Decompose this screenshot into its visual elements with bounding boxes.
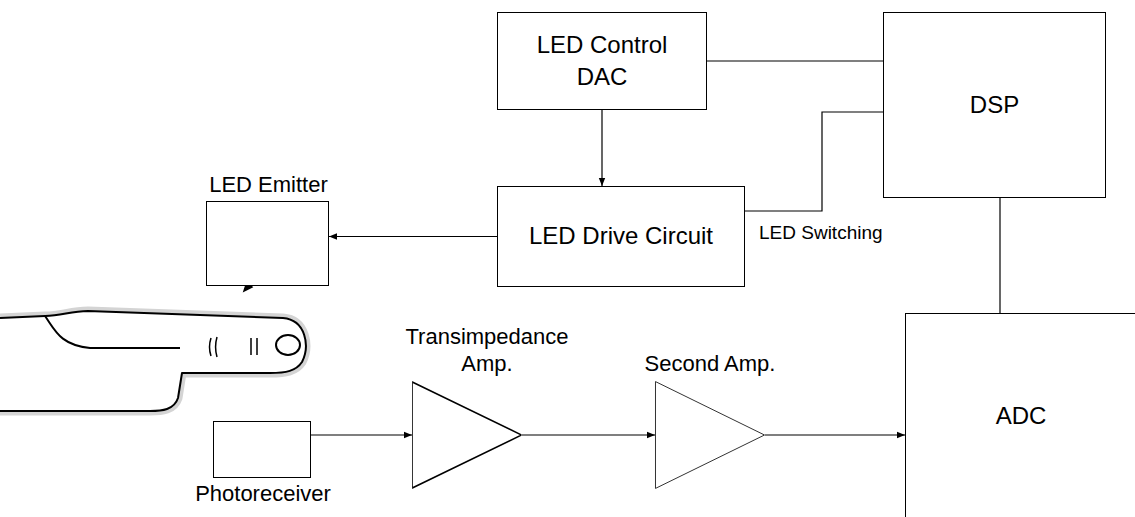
led-drive-box: LED Drive Circuit [497, 186, 745, 287]
amplifier-triangle: Second Amp. [655, 381, 765, 489]
dsp-box: DSP [883, 12, 1106, 198]
connector [765, 434, 905, 435]
node-heading: Second Amp. [630, 351, 790, 377]
signal-label: LED Switching [757, 222, 885, 244]
amplifier-triangle: Transimpedance Amp. [412, 381, 522, 489]
amplifier-outline [412, 381, 522, 489]
node-heading: LED Emitter [187, 172, 350, 198]
node-label: ADC [996, 400, 1047, 432]
connector [745, 112, 883, 211]
node-label: LED Control DAC [517, 29, 687, 94]
node-heading: Photoreceiver [174, 481, 352, 507]
amplifier-outline [655, 381, 765, 489]
connector [522, 434, 655, 435]
connector [707, 60, 883, 61]
hand-illustration [0, 311, 306, 411]
node-heading: Transimpedance Amp. [404, 324, 570, 377]
node-label: LED Drive Circuit [529, 220, 713, 252]
adc-box: ADC [905, 313, 1135, 517]
connector [329, 236, 497, 237]
dac-box: LED Control DAC [497, 12, 707, 110]
led-emitter-box: LED Emitter [206, 201, 329, 286]
connector [311, 434, 412, 435]
node-label: DSP [970, 89, 1019, 121]
photoreceiver-box: Photoreceiver [213, 421, 311, 478]
connector [999, 198, 1000, 313]
connector [601, 110, 602, 186]
